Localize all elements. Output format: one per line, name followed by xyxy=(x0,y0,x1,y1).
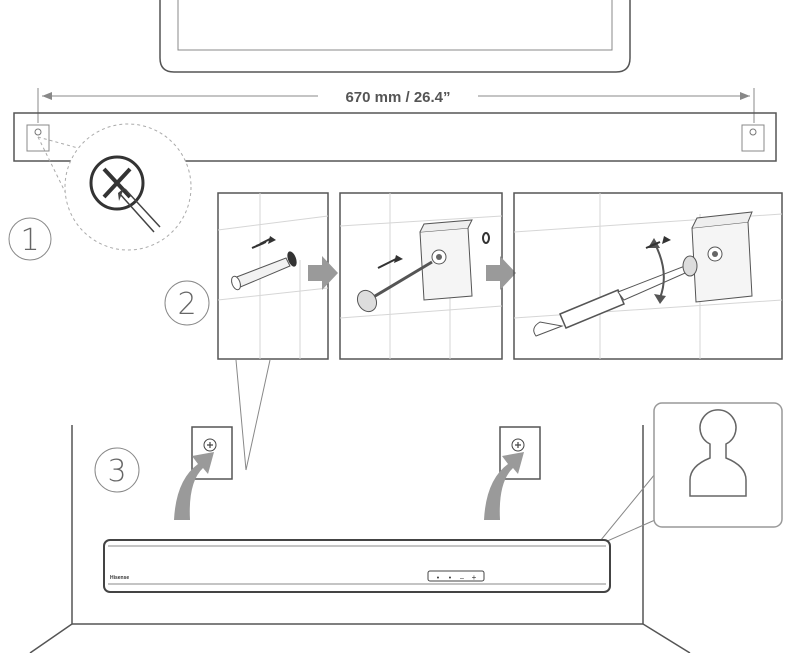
keyhole-slot-icon xyxy=(689,409,747,497)
panel-bracket xyxy=(339,192,503,360)
wall-bracket-left xyxy=(191,426,233,480)
step-2-number: 2 xyxy=(177,287,196,322)
tv-bottom xyxy=(159,0,631,73)
step-1-number: 1 xyxy=(20,223,39,258)
step-3: 3 xyxy=(94,447,140,493)
curved-arrow-up-icon xyxy=(484,452,524,520)
dimension-line: 670 mm / 26.4” xyxy=(37,88,755,123)
wall-outline xyxy=(29,425,691,653)
soundbar: Hisense • • – + xyxy=(103,539,611,593)
keyhole-callout xyxy=(595,402,783,547)
step-2: 2 xyxy=(164,280,210,326)
arrow-right-icon xyxy=(308,256,338,290)
template-bar xyxy=(13,112,777,162)
brand-logo: Hisense xyxy=(110,575,129,581)
button-2[interactable]: • xyxy=(449,575,452,582)
arrow-right-icon xyxy=(486,256,516,290)
curved-arrow-up-icon xyxy=(174,452,214,520)
wall-bracket-right xyxy=(499,426,541,480)
button-1[interactable]: • xyxy=(437,575,440,582)
step-1: 1 xyxy=(8,217,52,261)
volume-up-button[interactable]: + xyxy=(472,573,477,582)
dimension-label: 670 mm / 26.4” xyxy=(345,89,450,106)
prohibited-screwdriver-icon xyxy=(37,123,192,251)
callout-lines xyxy=(235,359,271,471)
step-3-number: 3 xyxy=(107,454,126,489)
volume-down-button[interactable]: – xyxy=(460,575,464,582)
panel-screwdriver xyxy=(513,192,783,360)
